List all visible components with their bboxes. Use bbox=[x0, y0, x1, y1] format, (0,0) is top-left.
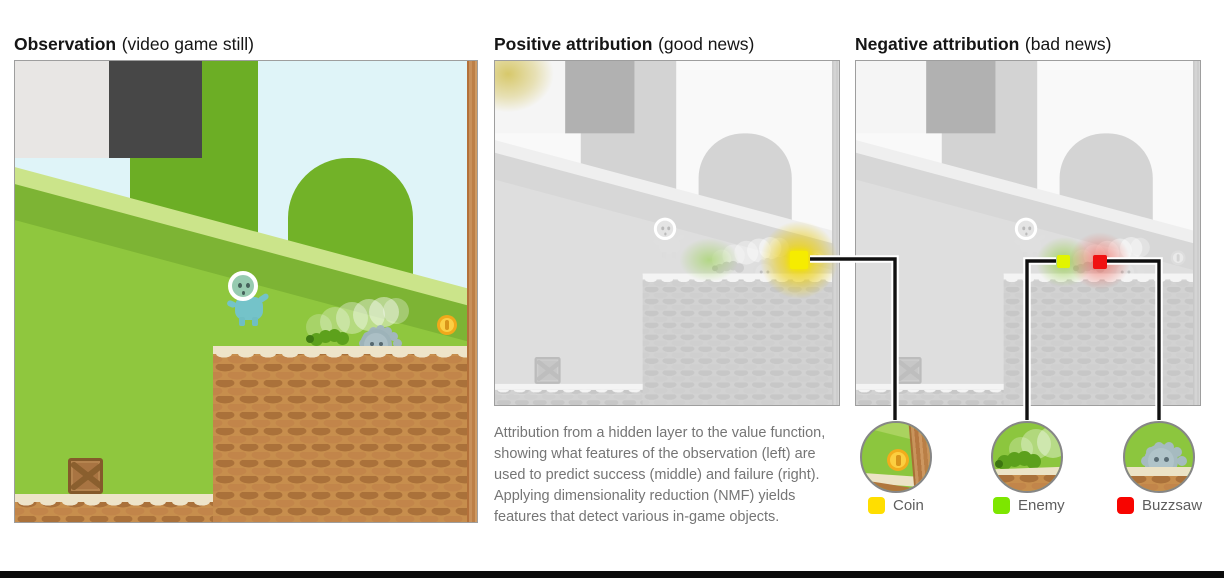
coin-slot bbox=[445, 320, 449, 330]
trail-puff bbox=[1037, 426, 1061, 458]
buzzsaw-eye bbox=[1164, 457, 1169, 462]
positive-coin-core bbox=[790, 251, 808, 269]
legend-item-enemy: Enemy bbox=[993, 497, 1065, 514]
positive-enemy-blob bbox=[671, 232, 747, 288]
negative-attribution-panel bbox=[855, 60, 1201, 406]
title-note: (video game still) bbox=[121, 34, 254, 54]
enemy-motion-trail-puff bbox=[336, 302, 368, 334]
enemy-head bbox=[306, 335, 314, 343]
ground-grass-edge bbox=[15, 494, 213, 508]
player-character bbox=[228, 271, 258, 301]
player-eye bbox=[238, 283, 242, 288]
coin-icon bbox=[887, 449, 909, 471]
buzzsaw-eye bbox=[379, 342, 383, 346]
enemy-motion-trail-puff bbox=[383, 298, 409, 324]
dark-block bbox=[109, 61, 202, 158]
crate bbox=[68, 458, 103, 494]
buzzsaw-color-swatch bbox=[1117, 497, 1134, 514]
coin bbox=[437, 315, 457, 335]
buzzsaw-inset bbox=[1123, 421, 1195, 493]
positive-attribution-panel bbox=[494, 60, 840, 406]
enemy-color-swatch bbox=[993, 497, 1010, 514]
enemy-segment bbox=[1026, 454, 1041, 469]
enemy-segment bbox=[336, 332, 349, 345]
observation-panel bbox=[14, 60, 478, 523]
title-bold: Observation bbox=[14, 34, 117, 54]
buzzsaw-tooth bbox=[393, 339, 402, 348]
light-block bbox=[15, 61, 109, 158]
grayscale-veil bbox=[856, 61, 1200, 405]
buzzsaw-tooth bbox=[1177, 456, 1187, 466]
inset-dirt bbox=[993, 475, 1061, 491]
legend-item-buzzsaw: Buzzsaw bbox=[1117, 497, 1202, 514]
field-left bbox=[15, 311, 240, 522]
title-bold: Negative attribution bbox=[855, 34, 1020, 54]
legend-label: Enemy bbox=[1018, 497, 1065, 514]
player-eye bbox=[246, 283, 250, 288]
title-note: (bad news) bbox=[1024, 34, 1112, 54]
player-mouth bbox=[242, 291, 245, 295]
platform-dirt bbox=[213, 348, 467, 522]
player-leg bbox=[239, 317, 245, 326]
bottom-divider-bar bbox=[0, 571, 1224, 578]
buzzsaw-tooth bbox=[383, 327, 392, 336]
positive-panel-title: Positive attribution(good news) bbox=[494, 34, 754, 55]
coin-inset bbox=[860, 421, 932, 493]
title-bold: Positive attribution bbox=[494, 34, 653, 54]
player-body bbox=[235, 297, 263, 320]
coin-slot bbox=[896, 455, 901, 466]
enemy-head bbox=[995, 460, 1003, 468]
negative-panel-title: Negative attribution(bad news) bbox=[855, 34, 1112, 55]
negative-enemy-core bbox=[1057, 255, 1070, 268]
legend-label: Coin bbox=[893, 497, 924, 514]
buzzsaw-tooth bbox=[1172, 447, 1182, 457]
inset-grass-edge bbox=[1125, 467, 1193, 476]
game-scene bbox=[15, 61, 477, 522]
coin-color-swatch bbox=[868, 497, 885, 514]
buzzsaw-eye bbox=[1154, 457, 1159, 462]
legend-label: Buzzsaw bbox=[1142, 497, 1203, 514]
brown-wall bbox=[467, 61, 477, 522]
inset-dirt bbox=[1125, 476, 1193, 491]
player-leg bbox=[252, 317, 258, 326]
enemy-motion-trail-puff bbox=[369, 297, 399, 327]
enemy-inset bbox=[991, 421, 1063, 493]
title-note: (good news) bbox=[658, 34, 755, 54]
buzzsaw-eye bbox=[370, 342, 374, 346]
legend-item-coin: Coin bbox=[868, 497, 924, 514]
figure-caption: Attribution from a hidden layer to the v… bbox=[494, 425, 826, 525]
observation-panel-title: Observation(video game still) bbox=[14, 34, 254, 55]
buzzsaw-tooth bbox=[389, 332, 398, 341]
negative-buzzsaw-core bbox=[1093, 255, 1107, 269]
platform-grass-edge bbox=[213, 346, 467, 360]
